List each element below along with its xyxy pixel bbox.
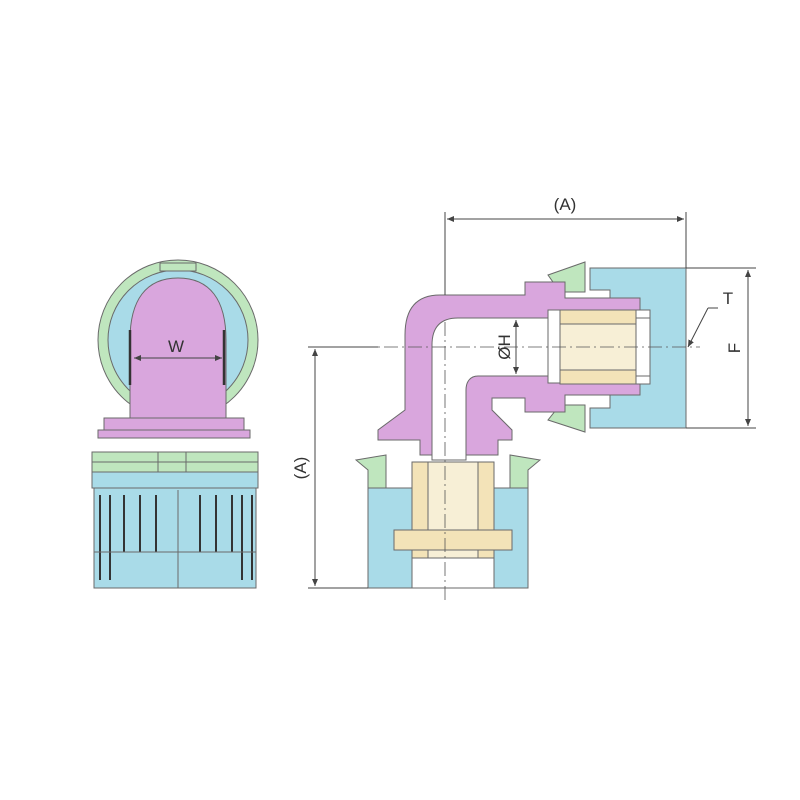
label-f: F: [725, 343, 744, 353]
end-view-flange: [103, 417, 245, 431]
label-t: T: [723, 289, 733, 308]
width-dimension: W: [134, 337, 222, 361]
label-w: W: [168, 337, 184, 356]
right-insert-bottom: [559, 369, 637, 385]
elbow-fitting-section-icon: [354, 261, 687, 589]
label-a-top: (A): [554, 195, 577, 214]
elbow-bore: [431, 317, 549, 461]
end-view-base-top: [91, 471, 259, 489]
fitting-end-view-icon: [91, 259, 259, 589]
label-oh: ØH: [495, 334, 514, 360]
side-a-dimension: (A): [291, 346, 378, 589]
ring-tab: [159, 262, 197, 272]
thread-leader: T: [687, 289, 733, 348]
label-a-side: (A): [291, 457, 310, 480]
right-insert-top: [559, 309, 637, 325]
end-view-base: [93, 487, 257, 589]
flange-dimension: F: [686, 267, 756, 429]
end-view-body: [129, 277, 227, 421]
top-a-dimension: (A): [444, 195, 687, 295]
inner-diameter-dimension: ØH: [495, 320, 519, 374]
